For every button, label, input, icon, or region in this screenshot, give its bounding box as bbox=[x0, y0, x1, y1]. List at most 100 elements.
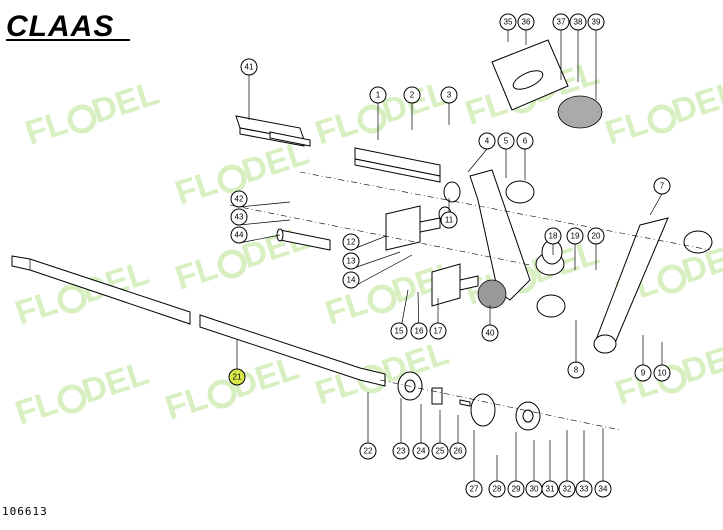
callout-label-29: 29 bbox=[512, 485, 521, 494]
leader-line-44 bbox=[238, 234, 281, 244]
callout-15: 15 bbox=[390, 322, 408, 340]
callout-29: 29 bbox=[507, 480, 525, 498]
callout-5: 5 bbox=[497, 132, 515, 150]
svg-text:FL DEL: FL DEL bbox=[601, 74, 723, 153]
callout-label-19: 19 bbox=[571, 232, 580, 241]
watermark-tile: FL DEL bbox=[11, 354, 154, 433]
figure-number: 106613 bbox=[2, 505, 48, 518]
callout-7: 7 bbox=[653, 177, 671, 195]
callout-label-38: 38 bbox=[574, 18, 583, 27]
watermark-tile: FL DEL bbox=[161, 349, 304, 428]
main-shaft bbox=[11, 255, 386, 387]
callout-label-28: 28 bbox=[493, 485, 502, 494]
callout-label-3: 3 bbox=[447, 91, 452, 100]
callout-9: 9 bbox=[634, 364, 652, 382]
callout-3: 3 bbox=[440, 86, 458, 104]
callout-31: 31 bbox=[541, 480, 559, 498]
callout-23: 23 bbox=[392, 442, 410, 460]
callout-33: 33 bbox=[575, 480, 593, 498]
callout-18: 18 bbox=[544, 227, 562, 245]
callout-42: 42 bbox=[230, 190, 248, 208]
callout-label-35: 35 bbox=[504, 18, 513, 27]
plate-36 bbox=[491, 39, 569, 111]
callout-label-20: 20 bbox=[592, 232, 601, 241]
callout-35: 35 bbox=[499, 13, 517, 31]
callout-label-30: 30 bbox=[530, 485, 539, 494]
hub-group bbox=[397, 371, 541, 431]
plate-12 bbox=[385, 205, 441, 251]
claas-logo-text: CLAAS bbox=[6, 10, 114, 43]
leader-line-4 bbox=[467, 148, 488, 173]
disk-39 bbox=[557, 95, 603, 129]
callout-20: 20 bbox=[587, 227, 605, 245]
callout-21: 21 bbox=[228, 368, 246, 386]
leader-line-13 bbox=[350, 251, 401, 270]
callout-label-31: 31 bbox=[546, 485, 555, 494]
watermark-tile: FL DEL bbox=[21, 74, 164, 153]
callout-label-6: 6 bbox=[523, 137, 528, 146]
callout-label-8: 8 bbox=[574, 366, 579, 375]
callout-label-7: 7 bbox=[660, 182, 665, 191]
callout-11: 11 bbox=[440, 211, 458, 229]
callout-label-32: 32 bbox=[563, 485, 572, 494]
callout-label-18: 18 bbox=[549, 232, 558, 241]
callout-label-11: 11 bbox=[445, 216, 454, 225]
callout-10: 10 bbox=[653, 364, 671, 382]
callout-30: 30 bbox=[525, 480, 543, 498]
callout-label-9: 9 bbox=[641, 369, 646, 378]
callout-label-16: 16 bbox=[415, 327, 424, 336]
callout-22: 22 bbox=[359, 442, 377, 460]
callout-39: 39 bbox=[587, 13, 605, 31]
callout-13: 13 bbox=[342, 252, 360, 270]
callout-37: 37 bbox=[552, 13, 570, 31]
callout-19: 19 bbox=[566, 227, 584, 245]
callout-32: 32 bbox=[558, 480, 576, 498]
parts-artwork bbox=[11, 39, 713, 431]
watermark-tile: FL DEL bbox=[601, 74, 723, 153]
callout-label-26: 26 bbox=[454, 447, 463, 456]
callout-label-2: 2 bbox=[410, 91, 415, 100]
callout-label-15: 15 bbox=[395, 327, 404, 336]
leader-line-43 bbox=[238, 219, 291, 226]
callout-label-23: 23 bbox=[397, 447, 406, 456]
callout-4: 4 bbox=[478, 132, 496, 150]
callout-2: 2 bbox=[403, 86, 421, 104]
callout-1: 1 bbox=[369, 86, 387, 104]
callout-label-44: 44 bbox=[235, 231, 244, 240]
callout-label-12: 12 bbox=[347, 238, 356, 247]
bracket-1 bbox=[354, 147, 441, 183]
arm-7 bbox=[593, 217, 713, 354]
leader-line-7 bbox=[649, 193, 663, 216]
callout-label-21: 21 bbox=[233, 373, 242, 382]
callout-label-27: 27 bbox=[470, 485, 479, 494]
callout-17: 17 bbox=[429, 322, 447, 340]
claas-logo: CLAAS bbox=[6, 10, 130, 43]
callout-44: 44 bbox=[230, 226, 248, 244]
callout-label-4: 4 bbox=[485, 137, 490, 146]
callout-label-40: 40 bbox=[486, 329, 495, 338]
callout-label-22: 22 bbox=[364, 447, 373, 456]
callout-label-25: 25 bbox=[436, 447, 445, 456]
callout-28: 28 bbox=[488, 480, 506, 498]
callout-34: 34 bbox=[594, 480, 612, 498]
callout-label-24: 24 bbox=[417, 447, 426, 456]
callout-24: 24 bbox=[412, 442, 430, 460]
leader-line-42 bbox=[238, 201, 291, 208]
callout-label-5: 5 bbox=[504, 137, 509, 146]
callout-label-33: 33 bbox=[580, 485, 589, 494]
callout-label-14: 14 bbox=[347, 276, 356, 285]
callout-8: 8 bbox=[567, 361, 585, 379]
callout-label-36: 36 bbox=[522, 18, 531, 27]
callout-label-42: 42 bbox=[235, 195, 244, 204]
callout-12: 12 bbox=[342, 233, 360, 251]
callout-43: 43 bbox=[230, 208, 248, 226]
callout-label-41: 41 bbox=[245, 63, 254, 72]
callout-16: 16 bbox=[410, 322, 428, 340]
plate-17 bbox=[431, 263, 479, 307]
callout-label-10: 10 bbox=[658, 369, 667, 378]
callout-label-37: 37 bbox=[557, 18, 566, 27]
callout-label-1: 1 bbox=[376, 91, 381, 100]
